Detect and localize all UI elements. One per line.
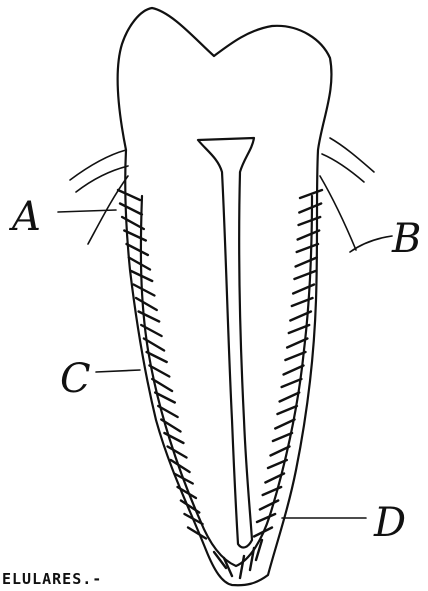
ligament-fiber [127,244,148,255]
label-a-leader [58,210,116,212]
label-b: B [391,216,421,262]
pulp-canal [198,138,254,547]
gingiva-right [330,138,374,172]
ligament-fiber [164,433,183,443]
ligament-fiber [136,298,157,310]
ligament-fiber [294,271,315,279]
ligament-fibers-left [118,190,206,539]
tooth-outline [118,8,332,585]
ligament-fiber [118,190,140,200]
ligament-fiber [168,447,187,458]
label-c-leader [96,370,140,372]
ligament-fiber [263,487,281,495]
ligament-fiber [293,285,314,294]
ligament-fiber [296,258,317,267]
ligament-fiber [161,420,180,432]
figure-caption: ELULARES.- [2,570,102,588]
label-d: D [373,500,406,546]
ligament-fiber [260,501,278,510]
ligament-fiber [129,258,150,270]
ligament-fiber [139,312,160,322]
ligament-fiber [277,406,296,414]
ligament-fiber [297,244,318,252]
label-c: C [60,356,91,402]
ligament-fiber [134,285,155,296]
gingiva-left [70,150,126,180]
label-a: A [8,194,41,240]
ligament-fiber [257,514,275,522]
ligament-fiber [282,379,302,387]
ligament-fiber [120,204,142,215]
gingiva-right-3 [320,176,356,250]
ligament-fiber [240,556,244,578]
